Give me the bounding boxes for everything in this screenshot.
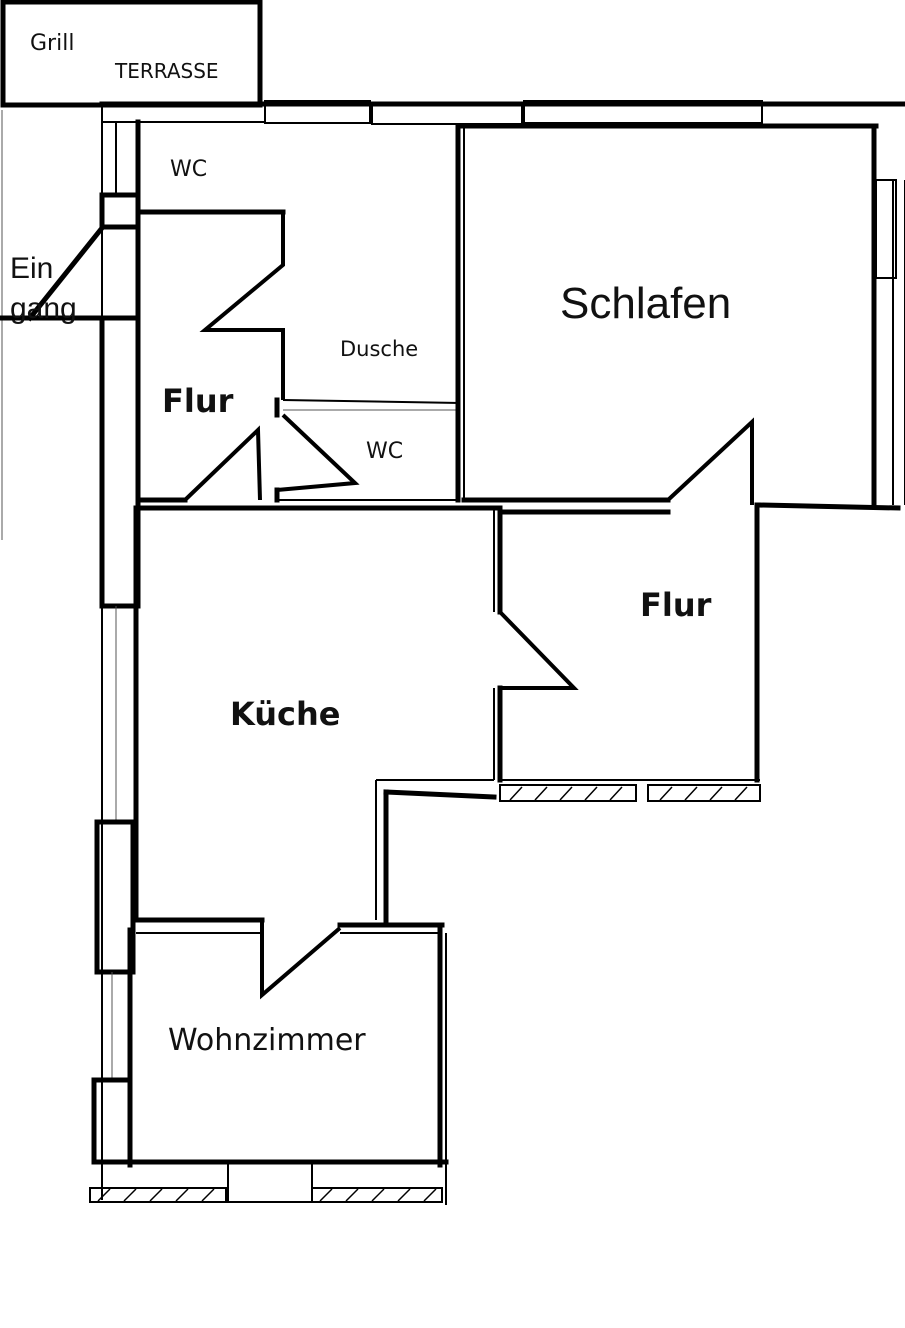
window-hatch-wohnzimmer — [97, 1188, 437, 1202]
window-hatch-flur — [509, 786, 748, 801]
interior-walls-lower — [133, 502, 761, 923]
label-terrasse: TERRASSE — [114, 59, 219, 83]
label-grill: Grill — [30, 31, 74, 56]
label-wc-top: WC — [170, 157, 207, 182]
label-wc-small: WC — [366, 439, 403, 464]
label-dusche: Dusche — [340, 337, 418, 361]
label-eingang-1: Ein — [10, 252, 53, 285]
label-schlafen: Schlafen — [560, 279, 731, 328]
interior-walls-schlafen — [461, 417, 754, 505]
interior-walls-wohnzimmer — [89, 917, 449, 1205]
entrance-door — [26, 224, 106, 322]
label-flur-left: Flur — [162, 382, 234, 420]
exterior-walls — [0, 100, 905, 1200]
label-flur-right: Flur — [640, 586, 712, 624]
label-eingang-2: gang — [10, 292, 77, 325]
interior-walls-upper-left — [135, 123, 879, 503]
label-wohnzimmer: Wohnzimmer — [168, 1023, 366, 1058]
label-kueche: Küche — [230, 695, 340, 733]
